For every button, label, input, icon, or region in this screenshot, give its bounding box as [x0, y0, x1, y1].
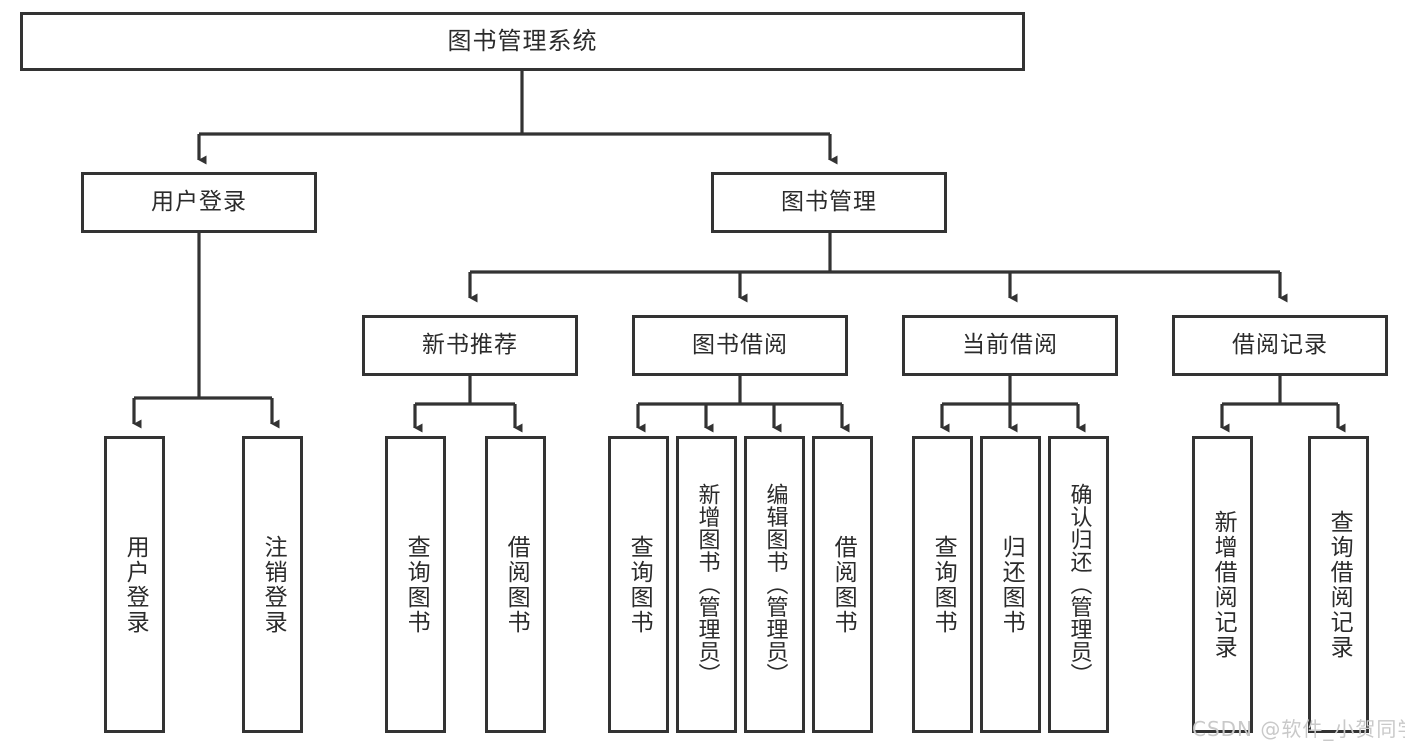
node-leaf-borrow-book[interactable]: 借阅图书	[812, 436, 873, 733]
node-book-management[interactable]: 图书管理	[711, 172, 947, 233]
node-current-borrow[interactable]: 当前借阅	[902, 315, 1118, 376]
node-label: 查询借阅记录	[1326, 509, 1353, 660]
node-leaf-query-book-borrow[interactable]: 查询图书	[608, 436, 669, 733]
node-label: 用户登录	[151, 189, 247, 216]
node-leaf-user-login[interactable]: 用户登录	[104, 436, 165, 733]
node-leaf-query-book-current[interactable]: 查询图书	[912, 436, 973, 733]
node-borrow-record[interactable]: 借阅记录	[1172, 315, 1388, 376]
node-label: 图书管理	[781, 189, 877, 216]
node-label: 借阅图书	[830, 534, 857, 635]
node-label: 编辑图书（管理员）	[762, 483, 788, 686]
node-leaf-add-borrow-record[interactable]: 新增借阅记录	[1192, 436, 1253, 733]
node-leaf-return-book[interactable]: 归还图书	[980, 436, 1041, 733]
node-leaf-query-borrow-record[interactable]: 查询借阅记录	[1308, 436, 1369, 733]
node-label: 新增借阅记录	[1210, 509, 1237, 660]
node-label: 注销登录	[260, 534, 287, 635]
node-label: 用户登录	[122, 534, 149, 635]
node-leaf-add-book-admin[interactable]: 新增图书（管理员）	[676, 436, 737, 733]
node-label: 查询图书	[930, 534, 957, 635]
node-label: 确认归还（管理员）	[1066, 483, 1092, 686]
node-label: 借阅图书	[503, 534, 530, 635]
node-label: 新增图书（管理员）	[694, 483, 720, 686]
csdn-watermark: CSDN @软件_小贺同学	[1192, 717, 1405, 741]
node-leaf-borrow-book-recommend[interactable]: 借阅图书	[485, 436, 546, 733]
node-label: 归还图书	[998, 534, 1025, 635]
node-new-book-recommend[interactable]: 新书推荐	[362, 315, 578, 376]
node-leaf-logout-login[interactable]: 注销登录	[242, 436, 303, 733]
node-label: 新书推荐	[422, 332, 518, 359]
node-root-book-management-system[interactable]: 图书管理系统	[20, 12, 1025, 71]
node-label: 借阅记录	[1232, 332, 1328, 359]
node-label: 图书管理系统	[447, 26, 598, 55]
node-leaf-edit-book-admin[interactable]: 编辑图书（管理员）	[744, 436, 805, 733]
node-label: 查询图书	[626, 534, 653, 635]
node-user-login[interactable]: 用户登录	[81, 172, 317, 233]
node-book-borrow[interactable]: 图书借阅	[632, 315, 848, 376]
node-leaf-confirm-return-admin[interactable]: 确认归还（管理员）	[1048, 436, 1109, 733]
node-label: 查询图书	[403, 534, 430, 635]
node-leaf-query-book-recommend[interactable]: 查询图书	[385, 436, 446, 733]
node-label: 当前借阅	[962, 332, 1058, 359]
node-label: 图书借阅	[692, 332, 788, 359]
